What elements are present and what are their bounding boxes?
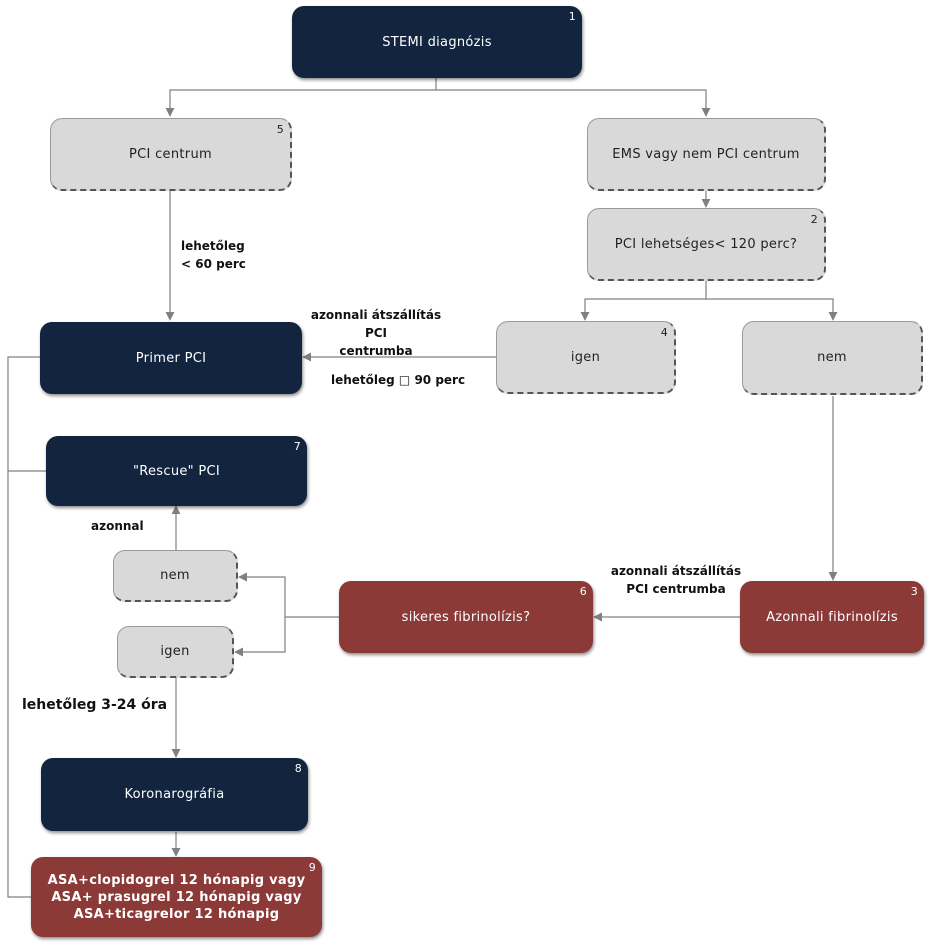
node-number: 6	[579, 585, 587, 598]
edge-1-to-ems	[436, 89, 711, 117]
label-azonnali-right: azonnali átszállítás PCI centrumba	[606, 562, 746, 598]
node-successful-fibrinolysis-label: sikeres fibrinolízis?	[401, 609, 531, 625]
edge-primer-to-9	[7, 356, 41, 902]
node-primer-pci-label: Primer PCI	[135, 350, 207, 366]
node-stemi-diagnosis-label: STEMI diagnózis	[382, 34, 492, 50]
medication-line-1: ASA+clopidogrel 12 hónapig vagy	[47, 872, 306, 888]
node-nem-left-label: nem	[160, 568, 190, 583]
node-number: 1	[568, 10, 576, 23]
node-medication: ASA+clopidogrel 12 hónapig vagy ASA+ pra…	[31, 857, 322, 937]
node-ems-label: EMS vagy nem PCI centrum	[612, 146, 800, 162]
node-koronarografia: Koronarográfia 8	[41, 758, 308, 831]
node-immediate-fibrinolysis: Azonnali fibrinolízis 3	[740, 581, 924, 653]
node-successful-fibrinolysis: sikeres fibrinolízis? 6	[339, 581, 593, 653]
node-pci-possible-label: PCI lehetséges< 120 perc?	[614, 236, 798, 252]
label-lehetoleg-60: lehetőleg < 60 perc	[181, 237, 246, 273]
node-igen-right: igen 4	[496, 321, 676, 394]
label-azonnali-pci: azonnali átszállítás PCI centrumba	[306, 306, 446, 360]
edge-6-split	[238, 572, 339, 618]
edge-2-to-igen	[580, 281, 707, 321]
node-stemi-diagnosis: STEMI diagnózis 1	[292, 6, 582, 78]
node-primer-pci: Primer PCI	[40, 322, 302, 394]
node-igen-right-label: igen	[570, 349, 601, 365]
label-azonnali-pci-line1: azonnali átszállítás PCI	[310, 308, 442, 340]
node-rescue-pci: "Rescue" PCI 7	[46, 436, 307, 506]
label-lehetoleg-60-line2: < 60 perc	[181, 257, 246, 271]
node-number: 3	[910, 585, 918, 598]
node-number: 9	[308, 861, 316, 874]
node-nem-left: nem	[113, 550, 238, 602]
edge-2-to-nem	[706, 298, 838, 321]
medication-line-3: ASA+ticagrelor 12 hónapig	[73, 906, 280, 922]
label-azonnali-pci-line2: centrumba	[339, 344, 413, 358]
node-number: 4	[660, 326, 668, 339]
node-immediate-fibrinolysis-label: Azonnali fibrinolízis	[766, 609, 898, 625]
node-nem-right: nem	[742, 321, 923, 395]
node-ems: EMS vagy nem PCI centrum	[587, 118, 826, 191]
node-number: 2	[810, 213, 818, 226]
node-number: 8	[294, 762, 302, 775]
label-azonnali-right-line2: PCI centrumba	[626, 582, 726, 596]
node-nem-right-label: nem	[817, 350, 847, 365]
node-number: 7	[293, 440, 301, 453]
node-igen-left-label: igen	[160, 644, 190, 659]
label-azonnal: azonnal	[91, 519, 144, 533]
medication-line-2: ASA+ prasugrel 12 hónapig vagy	[51, 889, 302, 905]
label-azonnali-right-line1: azonnali átszállítás	[610, 564, 742, 578]
label-lehetoleg-90: lehetőleg □ 90 perc	[331, 373, 466, 387]
node-igen-left: igen	[117, 626, 234, 678]
node-pci-centrum: PCI centrum 5	[50, 118, 292, 191]
node-rescue-pci-label: "Rescue" PCI	[132, 463, 221, 479]
edge-1-to-5	[165, 78, 437, 117]
label-lehetoleg-60-line1: lehetőleg	[181, 239, 245, 253]
label-lehetoleg-3-24: lehetőleg 3-24 óra	[22, 697, 168, 713]
node-number: 5	[276, 123, 284, 136]
edge-6-to-igen	[234, 617, 286, 657]
node-koronarografia-label: Koronarográfia	[124, 787, 225, 802]
node-pci-centrum-label: PCI centrum	[129, 146, 212, 162]
node-pci-possible: PCI lehetséges< 120 perc? 2	[587, 208, 826, 281]
